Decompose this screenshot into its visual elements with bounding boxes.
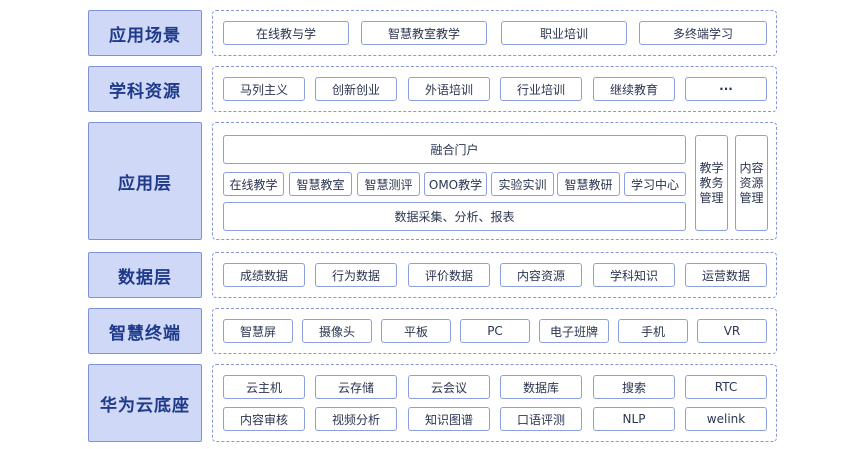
cloud-item: welink xyxy=(685,407,767,431)
cloud-item: 内容审核 xyxy=(223,407,305,431)
row-label-smart-terminals: 智慧终端 xyxy=(88,308,202,354)
panel-data-layer: 成绩数据 行为数据 评价数据 内容资源 学科知识 运营数据 xyxy=(212,252,777,298)
data-item: 运营数据 xyxy=(685,263,767,287)
subject-item: 外语培训 xyxy=(408,77,490,101)
panel-smart-terminals: 智慧屏 摄像头 平板 PC 电子班牌 手机 VR xyxy=(212,308,777,354)
portal-box: 融合门户 xyxy=(223,135,686,164)
terminal-item: 智慧屏 xyxy=(223,319,293,343)
content-resource-management-box: 内容资源管理 xyxy=(735,135,768,231)
scenario-item: 职业培训 xyxy=(501,21,627,45)
row-label-data-layer: 数据层 xyxy=(88,252,202,298)
application-item: 实验实训 xyxy=(491,172,554,196)
row-label-huawei-cloud: 华为云底座 xyxy=(88,364,202,442)
row-label-subject-resources: 学科资源 xyxy=(88,66,202,112)
application-item: 智慧教研 xyxy=(557,172,620,196)
cloud-item: 云存储 xyxy=(315,375,397,399)
cloud-item: 云主机 xyxy=(223,375,305,399)
application-item: 智慧测评 xyxy=(357,172,420,196)
row-label-application-layer: 应用层 xyxy=(88,122,202,240)
data-item: 学科知识 xyxy=(593,263,675,287)
cloud-item: 云会议 xyxy=(408,375,490,399)
scenario-item: 在线教与学 xyxy=(223,21,349,45)
terminal-item: 电子班牌 xyxy=(539,319,609,343)
application-item: 学习中心 xyxy=(624,172,686,196)
cloud-item: 搜索 xyxy=(593,375,675,399)
subject-item: 继续教育 xyxy=(593,77,675,101)
terminal-item: 平板 xyxy=(381,319,451,343)
panel-application-layer: 融合门户 在线教学 智慧教室 智慧测评 OMO教学 实验实训 智慧教研 学习中心… xyxy=(212,122,777,240)
terminal-item: 摄像头 xyxy=(302,319,372,343)
row-label-app-scenarios: 应用场景 xyxy=(88,10,202,56)
subject-item-more: ··· xyxy=(685,77,767,101)
application-item: 在线教学 xyxy=(223,172,284,196)
subject-item: 创新创业 xyxy=(315,77,397,101)
application-item: 智慧教室 xyxy=(289,172,352,196)
data-item: 评价数据 xyxy=(408,263,490,287)
panel-huawei-cloud: 云主机 云存储 云会议 数据库 搜索 RTC 内容审核 视频分析 知识图谱 口语… xyxy=(212,364,777,442)
scenario-item: 多终端学习 xyxy=(639,21,767,45)
panel-subject-resources: 马列主义 创新创业 外语培训 行业培训 继续教育 ··· xyxy=(212,66,777,112)
terminal-item: VR xyxy=(697,319,767,343)
application-item: OMO教学 xyxy=(424,172,487,196)
terminal-item: 手机 xyxy=(618,319,688,343)
data-item: 内容资源 xyxy=(500,263,582,287)
data-item: 行为数据 xyxy=(315,263,397,287)
subject-item: 行业培训 xyxy=(500,77,582,101)
data-report-box: 数据采集、分析、报表 xyxy=(223,202,686,231)
cloud-item: RTC xyxy=(685,375,767,399)
cloud-item: NLP xyxy=(593,407,675,431)
cloud-item: 口语评测 xyxy=(500,407,582,431)
panel-app-scenarios: 在线教与学 智慧教室教学 职业培训 多终端学习 xyxy=(212,10,777,56)
subject-item: 马列主义 xyxy=(223,77,305,101)
terminal-item: PC xyxy=(460,319,530,343)
cloud-item: 视频分析 xyxy=(315,407,397,431)
teaching-affairs-management-box: 教学教务管理 xyxy=(695,135,728,231)
cloud-item: 数据库 xyxy=(500,375,582,399)
data-item: 成绩数据 xyxy=(223,263,305,287)
cloud-item: 知识图谱 xyxy=(408,407,490,431)
scenario-item: 智慧教室教学 xyxy=(361,21,487,45)
